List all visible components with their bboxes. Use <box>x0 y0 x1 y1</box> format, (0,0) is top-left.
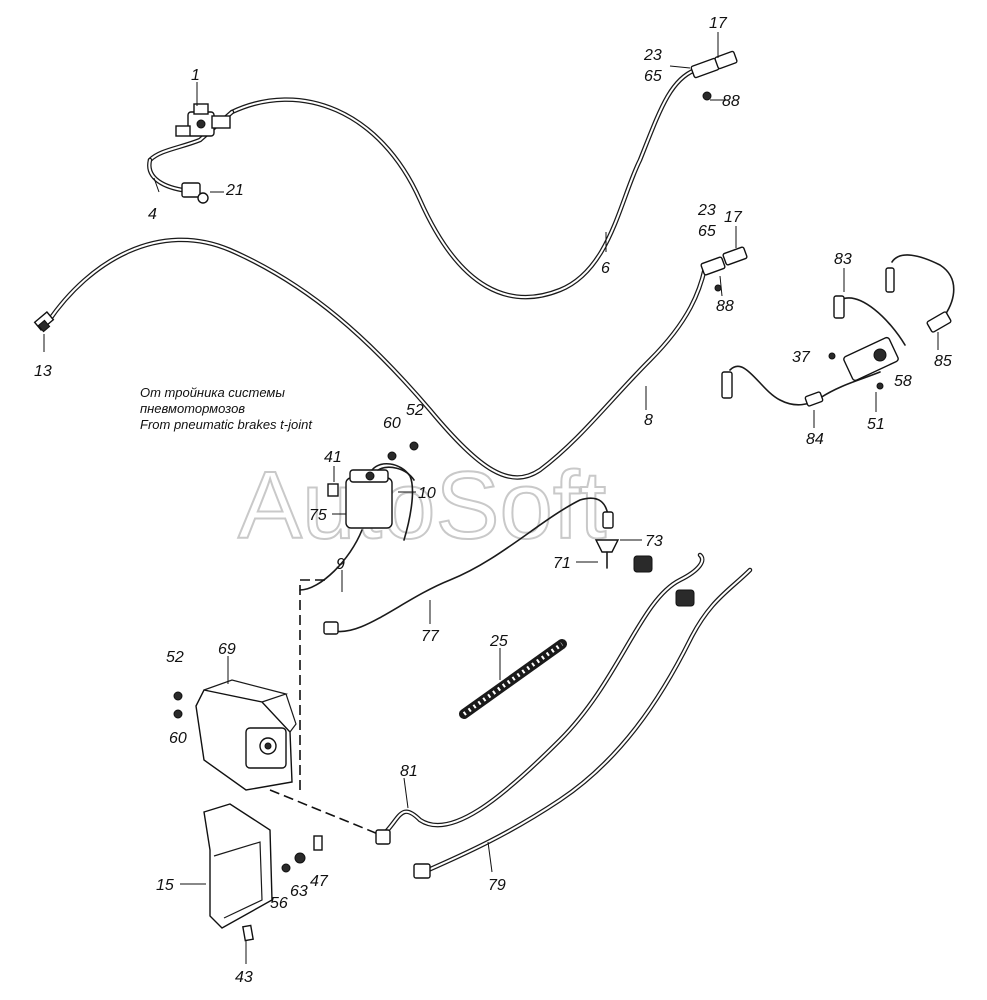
callout-15: 15 <box>156 877 174 894</box>
callout-47: 47 <box>310 873 329 890</box>
callout-88-top: 88 <box>722 93 740 110</box>
callout-63: 63 <box>290 883 308 900</box>
fitting-13 <box>33 311 55 333</box>
callout-41: 41 <box>324 449 342 466</box>
callout-75: 75 <box>309 507 327 524</box>
callout-23-top: 23 <box>643 47 662 64</box>
callout-69: 69 <box>218 641 236 658</box>
corrugated-tube-25 <box>459 639 567 719</box>
valve-1 <box>147 103 235 163</box>
callout-51: 51 <box>867 416 885 433</box>
callout-52-top: 52 <box>406 402 424 419</box>
hose-9 <box>299 529 363 591</box>
note-line-3: From pneumatic brakes t-joint <box>140 417 313 432</box>
callout-71: 71 <box>553 555 571 572</box>
callout-88-second: 88 <box>716 298 734 315</box>
callout-17-top: 17 <box>709 15 728 32</box>
dash-reference-line <box>269 579 389 839</box>
callout-43: 43 <box>235 969 253 986</box>
callout-85: 85 <box>934 353 952 370</box>
callout-25: 25 <box>489 633 508 650</box>
callout-21: 21 <box>225 182 244 199</box>
sensor-84 <box>721 365 881 407</box>
bracket-15 <box>203 803 323 942</box>
callout-60-bottom: 60 <box>169 730 187 747</box>
leader-lines <box>43 32 939 964</box>
module-69 <box>173 679 297 791</box>
callout-13: 13 <box>34 363 52 380</box>
callout-81: 81 <box>400 763 418 780</box>
pneumatic-tjoint-note: От тройника системы пневмотормозов From … <box>140 385 313 432</box>
callout-1: 1 <box>191 67 200 84</box>
callout-73: 73 <box>645 533 663 550</box>
callout-labels: 1 4 21 13 6 17 23 65 88 23 17 65 88 8 83… <box>34 15 952 986</box>
callout-37: 37 <box>792 349 811 366</box>
callout-84: 84 <box>806 431 824 448</box>
note-line-2: пневмотормозов <box>140 401 245 416</box>
callout-58: 58 <box>894 373 912 390</box>
callout-77: 77 <box>421 628 440 645</box>
callout-8: 8 <box>644 412 653 429</box>
control-box-58 <box>828 336 899 390</box>
hose-8 <box>45 237 708 480</box>
callout-4: 4 <box>148 206 157 223</box>
callout-9: 9 <box>336 556 345 573</box>
hose-4 <box>147 157 209 204</box>
callout-56: 56 <box>270 895 288 912</box>
callout-65-top: 65 <box>644 68 662 85</box>
connector-17-top <box>690 50 738 101</box>
callout-17-second: 17 <box>724 209 743 226</box>
callout-23-second: 23 <box>697 202 716 219</box>
callout-6: 6 <box>601 260 610 277</box>
callout-79: 79 <box>488 877 506 894</box>
hose-10 <box>371 441 419 541</box>
hose-77 <box>323 497 620 635</box>
callout-52-bottom: 52 <box>166 649 184 666</box>
harness-79 <box>413 567 753 879</box>
filter-75 <box>327 469 393 529</box>
callout-60-top: 60 <box>383 415 401 432</box>
hose-6 <box>229 67 698 300</box>
note-line-1: От тройника системы <box>140 385 285 400</box>
callout-83: 83 <box>834 251 852 268</box>
watermark-text: AutoSoft <box>238 452 606 559</box>
callout-65-second: 65 <box>698 223 716 240</box>
callout-10: 10 <box>418 485 436 502</box>
connector-17-second <box>700 246 748 292</box>
sensor-83-85 <box>833 254 955 346</box>
harness-81 <box>375 552 705 845</box>
